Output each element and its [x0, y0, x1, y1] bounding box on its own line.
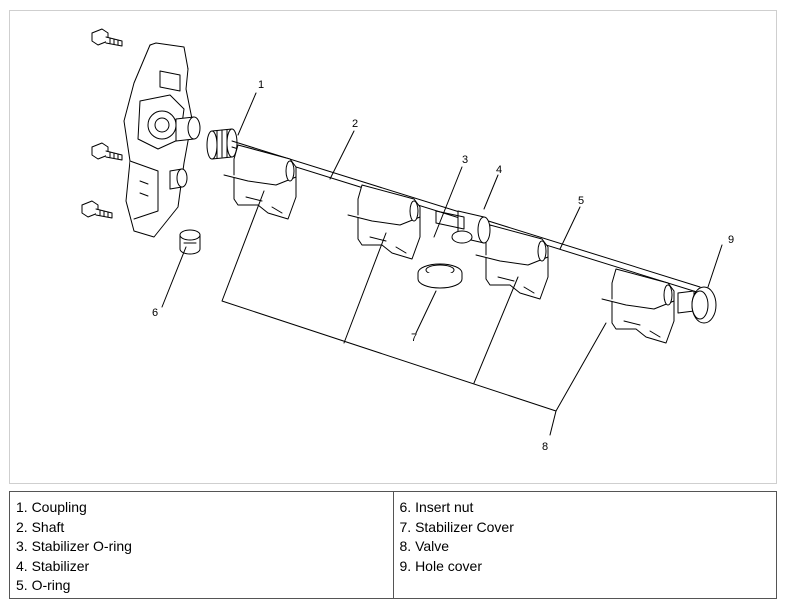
legend-item-o-ring: 5. O-ring [16, 577, 71, 593]
exploded-diagram: 1 2 3 4 5 6 7 8 9 [9, 10, 777, 484]
valve-leader-bracket [221, 190, 607, 436]
bolt-top [91, 28, 123, 47]
legend-item-coupling: 1. Coupling [16, 499, 87, 515]
bolt-bottom [81, 200, 113, 219]
callout-4: 4 [496, 164, 502, 176]
stabilizer-cover [417, 263, 463, 289]
callout-6: 6 [152, 307, 158, 319]
callout-9: 9 [728, 234, 734, 246]
legend-item-hole-cover: 9. Hole cover [399, 557, 482, 574]
valve-2 [347, 184, 421, 260]
insert-nut [179, 229, 201, 255]
valve-1 [223, 144, 297, 220]
exploded-view-drawing: 1 2 3 4 5 6 7 8 9 [81, 28, 734, 453]
legend-item-shaft: 2. Shaft [16, 518, 65, 535]
valve-3 [475, 224, 549, 300]
leader-lines [161, 92, 723, 334]
callout-7: 7 [411, 332, 417, 344]
hole-cover [677, 286, 717, 324]
legend-item-stabilizer-cover: 7. Stabilizer Cover [399, 518, 514, 535]
stabilizer-o-ring [435, 210, 465, 230]
callout-2: 2 [352, 118, 358, 130]
callout-5: 5 [578, 195, 584, 207]
legend-item-stabilizer-o-ring: 3. Stabilizer O-ring [16, 538, 132, 554]
legend-column-left: 1. Coupling 2. Shaft 3. Stabilizer O-rin… [10, 492, 393, 598]
legend-item-valve: 8. Valve [399, 538, 450, 554]
callout-8: 8 [542, 441, 548, 453]
callout-1: 1 [258, 79, 264, 91]
legend-item-stabilizer: 4. Stabilizer [16, 557, 90, 574]
callout-3: 3 [462, 154, 468, 166]
valve-4 [601, 268, 675, 344]
coupling [206, 128, 238, 160]
actuator-output-shaft [175, 116, 201, 142]
legend-column-right: 6. Insert nut 7. Stabilizer Cover 8. Val… [392, 492, 777, 598]
actuator-boss [169, 168, 188, 190]
legend-item-insert-nut: 6. Insert nut [399, 499, 474, 515]
bolt-middle [91, 142, 123, 161]
parts-legend: 1. Coupling 2. Shaft 3. Stabilizer O-rin… [9, 491, 777, 599]
